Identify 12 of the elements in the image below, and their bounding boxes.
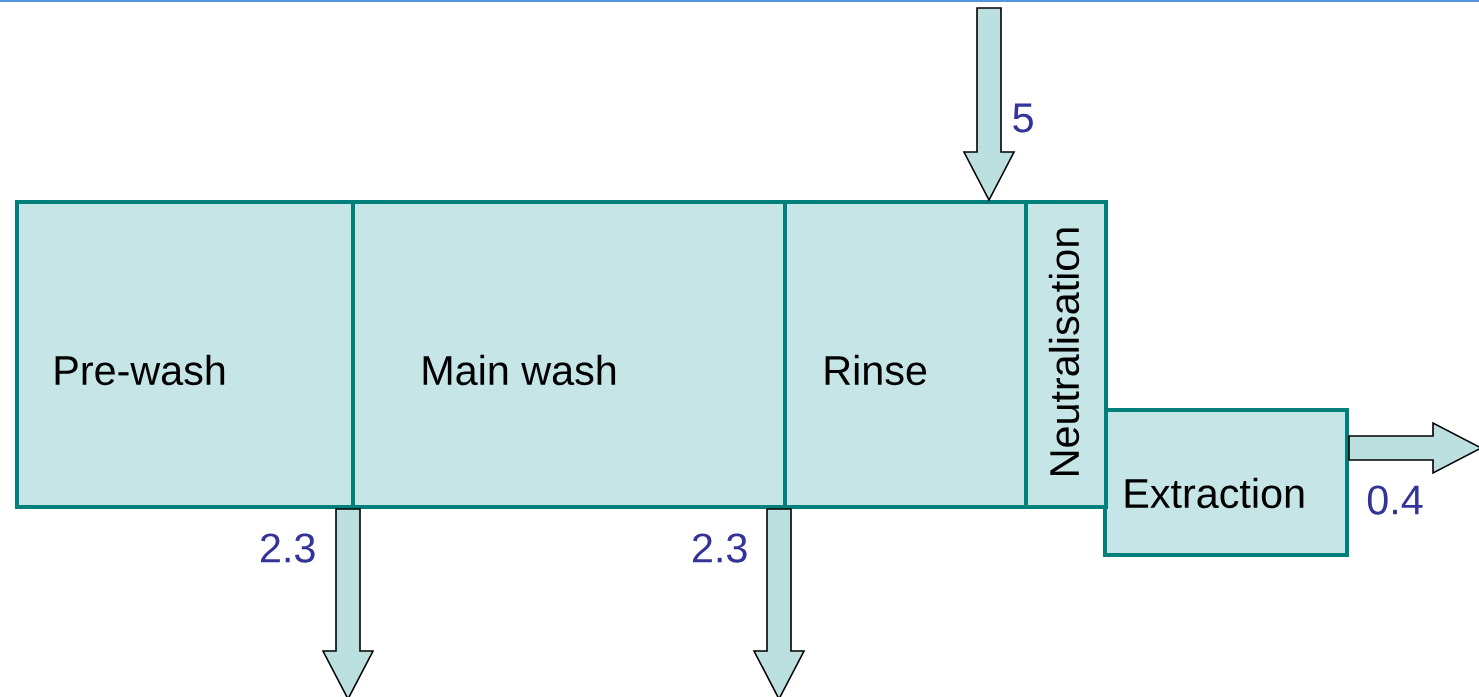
block-arrow xyxy=(1348,421,1479,475)
block-arrow xyxy=(321,508,375,697)
edge-label: 2.3 xyxy=(261,533,315,563)
process-box: Extraction xyxy=(1103,408,1349,557)
edge-label: 5 xyxy=(1013,103,1033,133)
edge-label: 0.4 xyxy=(1367,485,1423,515)
block-arrow xyxy=(752,508,806,697)
block-arrow xyxy=(962,7,1016,202)
process-box: Pre-wash xyxy=(15,200,355,509)
process-box: Neutralisation xyxy=(1024,200,1108,509)
process-box: Main wash xyxy=(351,200,787,509)
edge-label: 2.3 xyxy=(693,533,747,563)
